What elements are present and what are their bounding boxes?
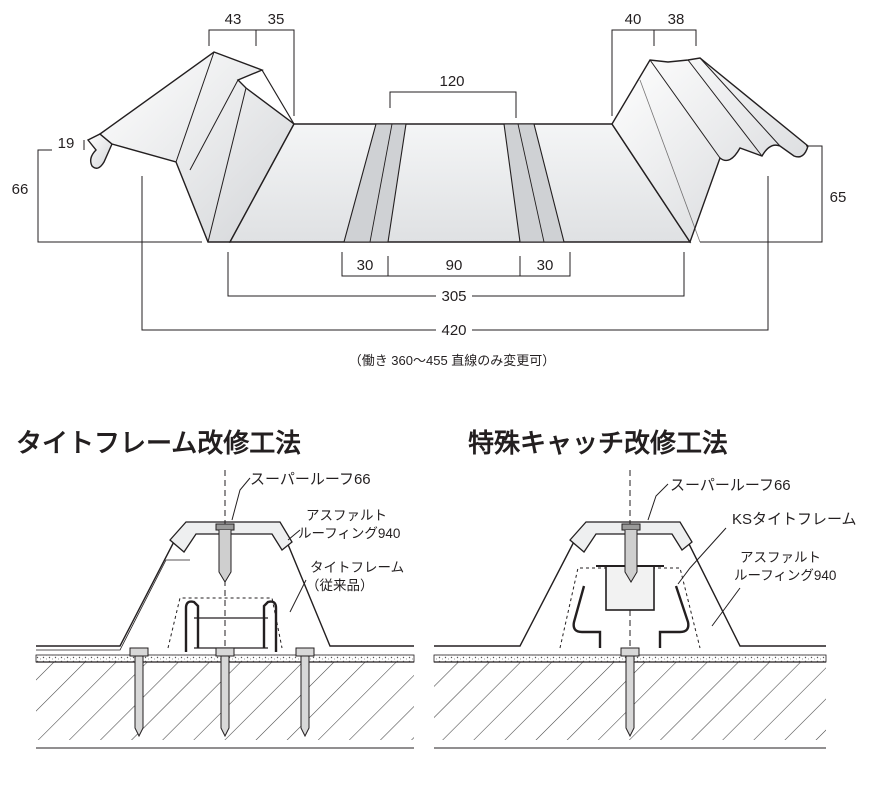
label-asphalt-2: ルーフィング940 — [298, 526, 400, 541]
dim-left-lip: 19 — [58, 135, 75, 152]
label-ks-frame: KSタイトフレーム — [732, 511, 857, 528]
ks-tight-frame — [572, 585, 690, 648]
dim-left-top-b: 35 — [268, 11, 285, 28]
dim-right-top-a: 40 — [625, 11, 642, 28]
dim-rib-left: 30 — [357, 257, 374, 274]
label-frame-2: （従来品） — [306, 578, 374, 593]
fixing-screw-right — [620, 647, 640, 738]
profile-dimension-labels: 43 35 19 66 120 40 38 65 30 90 30 305 42… — [2, 11, 854, 368]
top-bolt-right — [624, 530, 638, 583]
dim-left-top-a: 43 — [225, 11, 242, 28]
method-title-tight-frame: タイトフレーム改修工法 — [16, 428, 301, 458]
dim-right-top-b: 38 — [668, 11, 685, 28]
label-asphalt-1: アスファルト — [306, 508, 387, 523]
roof-cap — [169, 521, 293, 553]
label-roof-right: スーパールーフ66 — [670, 477, 791, 494]
roof-profile-drawing — [86, 51, 809, 244]
top-bolt — [218, 530, 232, 583]
profile-caption: （働き 360〜455 直線のみ変更可） — [349, 353, 556, 368]
left-hook — [86, 133, 113, 169]
dim-rib-right: 30 — [537, 257, 554, 274]
dim-left-height: 66 — [12, 181, 29, 198]
center-stiffener-ribs — [343, 123, 565, 243]
label-frame-1: タイトフレーム — [310, 560, 404, 575]
callout-leaders-right — [647, 483, 741, 627]
center-pan — [228, 123, 692, 243]
dim-flat-center: 90 — [446, 257, 463, 274]
tight-frame — [184, 600, 278, 652]
callout-leaders — [231, 477, 307, 613]
method-title-special-catch: 特殊キャッチ改修工法 — [468, 428, 728, 458]
fixing-screws — [129, 647, 315, 738]
roof-cap-right — [569, 521, 693, 553]
dim-span-total: 420 — [441, 322, 466, 339]
method-tight-frame: タイトフレーム改修工法 — [16, 428, 415, 749]
right-rib — [611, 57, 809, 244]
dim-center-width: 120 — [439, 73, 464, 90]
dim-span-inner: 305 — [441, 288, 466, 305]
label-asphalt-right-1: アスファルト — [740, 550, 821, 565]
method-special-catch: 特殊キャッチ改修工法 スーパールーフ66 KSタイトフレーム アスファルト ルー… — [433, 428, 857, 749]
label-roof: スーパールーフ66 — [250, 471, 371, 488]
dim-right-height: 65 — [830, 189, 847, 206]
label-asphalt-right-2: ルーフィング940 — [734, 568, 836, 583]
